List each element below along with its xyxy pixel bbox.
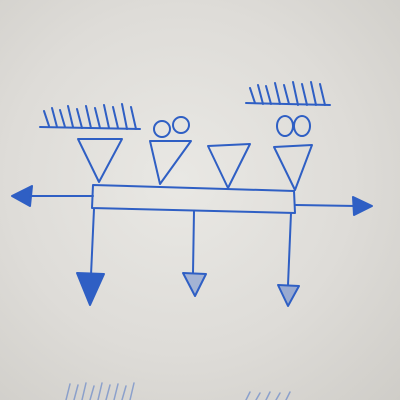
beam	[91, 184, 296, 214]
reaction-arrow-right-shaft	[287, 212, 292, 286]
reaction-arrow-left-shaft	[90, 208, 95, 276]
fixed-support-left	[77, 138, 123, 183]
reaction-arrow-left	[76, 272, 105, 306]
fixed-support-right	[273, 144, 313, 191]
roller-wheel	[153, 120, 171, 138]
fixed-support-left-hatching	[39, 103, 141, 130]
roller-wheel	[293, 115, 311, 137]
bottom-scribbles	[65, 382, 291, 400]
reaction-arrow-middle-shaft	[192, 210, 195, 274]
left-arrow-head	[11, 185, 33, 207]
fixed-support-right-hatching	[245, 81, 331, 106]
roller-support	[149, 140, 192, 185]
right-arrow-shaft	[295, 204, 357, 207]
reaction-arrow-middle	[182, 272, 207, 297]
roller-wheel	[172, 116, 190, 134]
pin-support	[207, 143, 251, 189]
reaction-arrow-right	[277, 284, 300, 307]
right-arrow-head	[352, 196, 373, 216]
roller-wheel	[276, 115, 294, 137]
